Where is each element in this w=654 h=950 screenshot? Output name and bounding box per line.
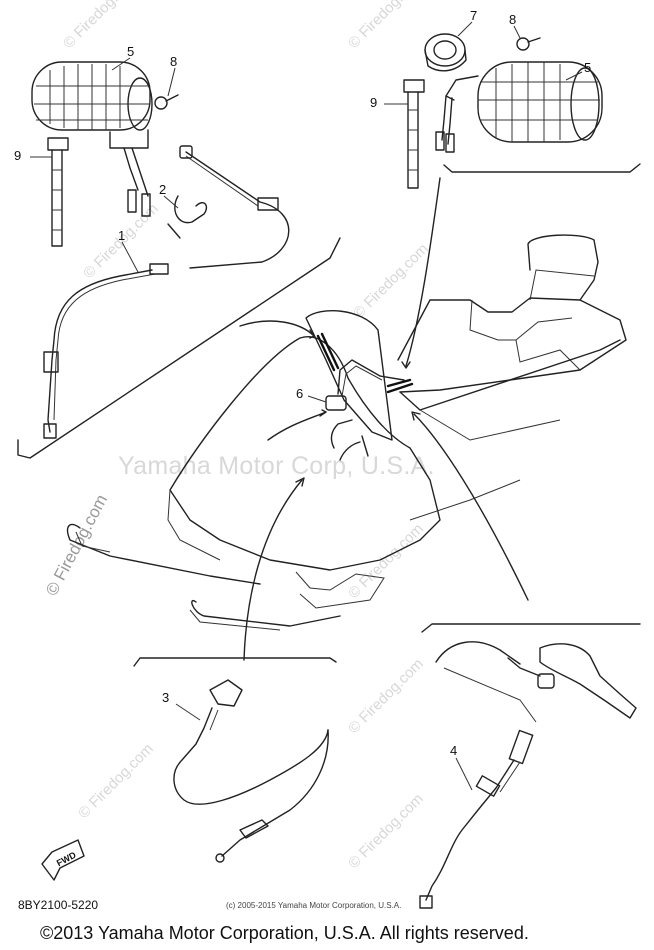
- callout-8-left: 8: [170, 54, 178, 69]
- right-cable-tie: [403, 79, 425, 189]
- pointer-arrow: [413, 413, 529, 601]
- callout-9-left: 9: [14, 148, 22, 163]
- bottom-right-bracket: [421, 623, 641, 633]
- bottom-left-bracket: [133, 657, 337, 667]
- callout-9-right: 9: [370, 95, 378, 110]
- right-group-bracket: [443, 163, 641, 173]
- snowmobile: [66, 234, 627, 631]
- throttle-cable: [43, 145, 290, 439]
- pointer-arrow: [243, 479, 303, 661]
- callout-8-right: 8: [509, 12, 517, 27]
- callout-leaders: [30, 21, 583, 791]
- right-grip: [435, 61, 603, 153]
- fwd-arrow-icon: [41, 839, 85, 881]
- callout-2: 2: [159, 182, 167, 197]
- callout-7: 7: [470, 8, 478, 23]
- pointer-arrow: [239, 320, 315, 337]
- cable-3: [173, 679, 329, 863]
- cable-clip: [167, 195, 208, 239]
- footer-copyright: ©2013 Yamaha Motor Corporation, U.S.A. A…: [40, 923, 529, 943]
- left-grip-screw: [154, 94, 179, 110]
- left-grip: [31, 61, 153, 217]
- watermark-main: Yamaha Motor Corp, U.S.A.: [118, 452, 435, 480]
- small-copyright: (c) 2005-2015 Yamaha Motor Corporation, …: [226, 901, 402, 910]
- brake-lever: [435, 641, 637, 719]
- grip-collar: [424, 33, 467, 72]
- pointer-arrow: [405, 177, 441, 367]
- right-grip-screw: [516, 37, 541, 51]
- callout-5-left: 5: [127, 44, 135, 59]
- callout-4: 4: [450, 743, 458, 758]
- left-group-bracket: [17, 237, 341, 459]
- diagram-part-number: 8BY2100-5220: [18, 898, 99, 912]
- callout-6: 6: [296, 386, 304, 401]
- callout-3: 3: [162, 690, 170, 705]
- callout-1: 1: [118, 228, 126, 243]
- cable-4: [419, 729, 534, 909]
- left-cable-tie: [47, 137, 69, 247]
- callout-5-right: 5: [584, 60, 592, 75]
